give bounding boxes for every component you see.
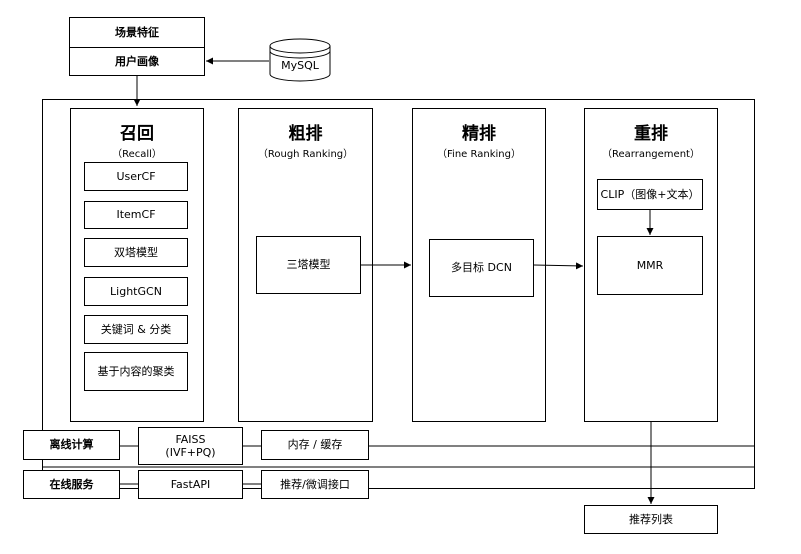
fine-title: 精排 — [462, 124, 496, 144]
mmr-box: MMR — [597, 236, 703, 295]
clip-box: CLIP（图像+文本） — [597, 179, 703, 210]
online-service-label: 在线服务 — [23, 470, 120, 499]
recommendation-list-box: 推荐列表 — [584, 505, 718, 534]
rerank-title: 重排 — [634, 124, 668, 144]
mysql-database-icon — [269, 38, 331, 82]
rough-title: 粗排 — [288, 124, 323, 144]
three-tower-model: 三塔模型 — [256, 236, 361, 294]
recall-item-lightgcn: LightGCN — [84, 277, 188, 306]
rough-subtitle: （Rough Ranking） — [257, 149, 354, 160]
recall-item-usercf: UserCF — [84, 162, 188, 191]
offline-compute-label: 离线计算 — [23, 430, 120, 460]
mysql-label: MySQL — [281, 59, 319, 72]
recall-subtitle: （Recall） — [112, 149, 162, 160]
recall-item-itemcf: ItemCF — [84, 201, 188, 229]
recall-column: 召回 （Recall） — [70, 108, 204, 422]
recommend-api-box: 推荐/微调接口 — [261, 470, 369, 499]
fine-subtitle: （Fine Ranking） — [437, 149, 521, 160]
rerank-subtitle: （Rearrangement） — [602, 149, 700, 160]
recall-item-two-tower: 双塔模型 — [84, 238, 188, 267]
fastapi-box: FastAPI — [138, 470, 243, 499]
memory-cache-box: 内存 / 缓存 — [261, 430, 369, 460]
rearrangement-column: 重排 （Rearrangement） — [584, 108, 718, 422]
recall-item-keyword: 关键词 & 分类 — [84, 315, 188, 344]
multi-objective-dcn: 多目标 DCN — [429, 239, 534, 297]
recall-title: 召回 — [120, 124, 154, 144]
pipeline-frame — [42, 99, 755, 489]
user-profile-box: 用户画像 — [69, 47, 205, 76]
recall-item-content-cluster: 基于内容的聚类 — [84, 352, 188, 391]
faiss-index-box: FAISS (IVF+PQ) — [138, 427, 243, 465]
scene-features-box: 场景特征 — [69, 17, 205, 48]
